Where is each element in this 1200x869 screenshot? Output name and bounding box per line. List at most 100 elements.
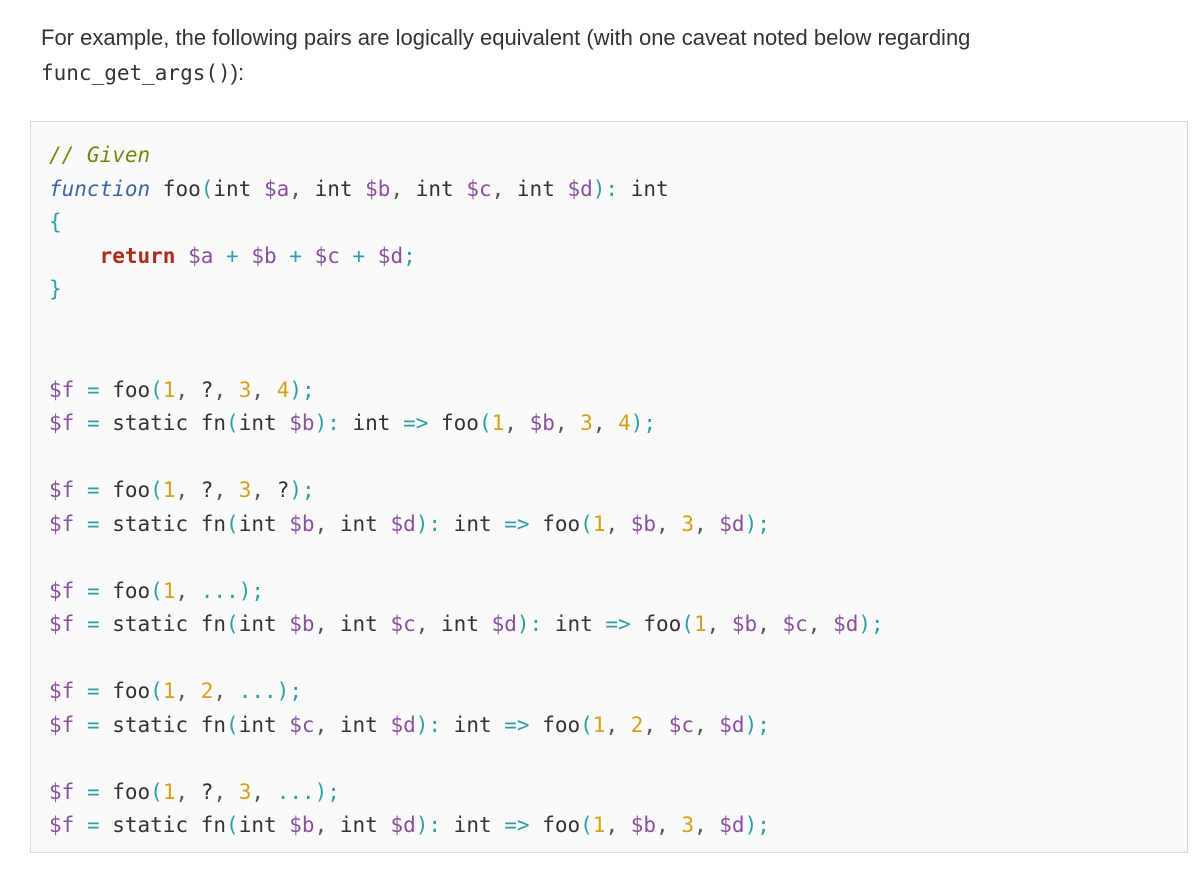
code-token: foo [112,478,151,502]
code-token: int [441,511,505,536]
code-token: , [605,712,631,737]
code-token: int [339,813,391,837]
code-token: $b [289,813,315,837]
code-token: ( [150,377,163,402]
code-line: $f = static fn(int $c, int $d): int => f… [49,709,1187,743]
code-token: => [504,813,530,837]
code-token: $f [49,779,75,804]
code-token: , [251,779,277,804]
code-token: $d [390,712,416,737]
code-line [49,340,1187,374]
code-token: , [605,813,631,837]
code-token: $d [719,813,745,837]
code-token: + [339,243,378,268]
code-token: ); [289,478,315,502]
code-token: + [213,243,252,268]
code-token: int [441,813,505,837]
code-token: $d [390,511,416,536]
code-token: ? [200,779,214,804]
code-token: foo [529,511,581,536]
code-token: $d [377,243,404,268]
code-token: $f [49,578,75,603]
code-token: int [238,813,290,837]
code-token: ( [580,712,593,737]
code-line: $f = foo(1, 2, ...); [49,675,1187,709]
intro-paragraph: For example, the following pairs are log… [41,20,1161,91]
code-token: 1 [162,377,176,402]
code-token: ); [744,511,770,536]
code-token: ): [516,612,543,636]
code-token: , [175,377,201,402]
code-token: = [74,813,113,837]
code-token: $c [289,712,315,737]
code-token: , [605,511,631,536]
code-token: => [504,511,530,536]
code-token: , [592,411,619,435]
code-token: static fn [112,411,227,435]
code-token: foo [112,377,151,402]
code-token: ( [150,779,163,804]
code-token: , [706,612,732,636]
code-token: ( [226,813,239,837]
code-token: $f [49,411,75,435]
code-token: $b [731,612,758,636]
code-token [49,244,100,268]
code-token: , [213,679,239,703]
code-line [49,307,1187,341]
code-token: $b [529,411,555,435]
code-token: ; [403,243,416,268]
code-token: , [807,612,834,636]
code-token: int [238,411,290,435]
code-token: ); [858,612,884,636]
code-token: $c [466,176,492,201]
code-token: = [74,612,113,636]
code-token: int [339,712,391,737]
code-line: $f = static fn(int $b, int $c, int $d): … [49,608,1187,642]
code-token: , [175,679,201,703]
inline-code-func-get-args: func_get_args() [41,61,231,85]
code-token: => [403,411,429,435]
code-token: ): [314,411,340,435]
code-token: = [74,578,113,603]
code-line: $f = static fn(int $b): int => foo(1, $b… [49,407,1187,441]
code-token: $b [289,511,315,536]
code-token: $b [365,176,391,201]
code-token: int [339,511,391,536]
code-token: $b [289,612,315,636]
code-token: ? [276,478,290,502]
code-token: 2 [630,712,644,737]
code-token: $d [719,712,745,737]
code-token: ( [226,612,239,636]
code-token: $f [49,712,75,737]
code-token: static fn [112,612,227,636]
code-token: int [415,176,467,201]
code-line [49,441,1187,475]
code-token: = [74,511,113,536]
code-token: int [441,712,505,737]
code-token: , [175,478,201,502]
code-token: , [656,511,682,536]
code-token: int [618,176,669,201]
code-token: ( [580,511,593,536]
code-token: , [175,779,201,804]
code-token: , [213,779,239,804]
code-token: $b [630,511,657,536]
code-token: 1 [162,478,176,502]
code-line: return $a + $b + $c + $d; [49,240,1187,274]
code-token: int [441,612,492,636]
code-token: = [74,779,113,804]
code-token: 4 [276,377,290,402]
code-token: $b [251,243,277,268]
code-token: $a [263,176,290,201]
code-token: $d [491,612,517,636]
code-token: foo [630,612,682,636]
code-token: int [238,511,290,536]
code-token: = [74,411,113,435]
code-token: 1 [592,813,606,837]
code-token: int [516,176,568,201]
code-token: $f [49,679,75,703]
code-token: foo [529,712,581,737]
code-token: $c [390,612,416,636]
